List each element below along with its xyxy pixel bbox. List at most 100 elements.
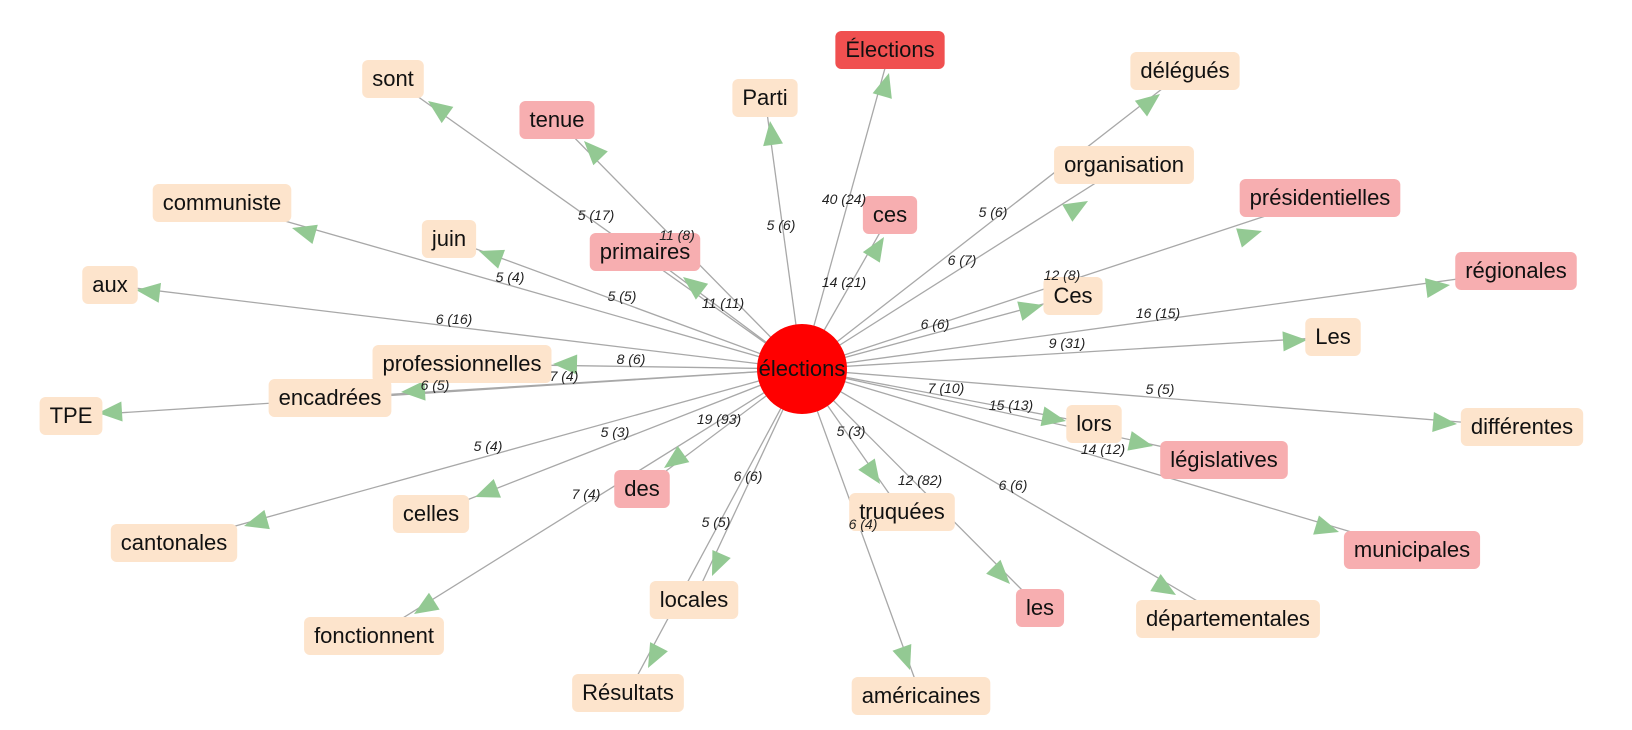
node-label: TPE (50, 403, 93, 428)
arrowhead-presidentielles (1236, 228, 1262, 248)
node-box (152, 184, 292, 222)
edge-label-les-cap: 9 (31) (1049, 335, 1086, 351)
edge-label-municipales: 14 (12) (1081, 441, 1125, 457)
node-juin[interactable]: juin (421, 220, 477, 258)
arrowhead-americaines (892, 644, 912, 670)
node-box (110, 524, 238, 562)
node-cantonales[interactable]: cantonales (110, 524, 238, 562)
node-americaines[interactable]: américaines (851, 677, 991, 715)
edge-sont (392, 78, 803, 370)
node-ces[interactable]: ces (862, 196, 918, 234)
arrowhead-truquees (858, 458, 880, 484)
node-label: présidentielles (1250, 185, 1391, 210)
edge-label-encadrees: 7 (4) (550, 368, 579, 384)
node-box (1343, 531, 1481, 569)
node-parti[interactable]: Parti (732, 79, 798, 117)
edge-cantonales (173, 368, 803, 544)
edge-label-primaires: 11 (11) (702, 295, 744, 311)
arrowhead-ces2 (1017, 301, 1043, 321)
arrowhead-tpe (98, 401, 123, 422)
node-truquees[interactable]: truquées (849, 493, 955, 531)
edge-municipales (801, 368, 1413, 551)
node-box (1455, 252, 1577, 290)
node-organisation[interactable]: organisation (1054, 146, 1194, 184)
node-label: lors (1076, 411, 1111, 436)
node-resultats[interactable]: Résultats (572, 674, 684, 712)
node-tpe[interactable]: TPE (39, 397, 103, 435)
node-les-cap[interactable]: Les (1305, 318, 1361, 356)
arrowhead-aux (136, 282, 162, 303)
edge-label-americaines: 6 (4) (849, 516, 878, 532)
node-box (835, 31, 945, 69)
edge-differentes (801, 368, 1523, 428)
arrowhead-differentes (1432, 412, 1457, 432)
arrowhead-cantonales (244, 509, 270, 530)
node-tenue[interactable]: tenue (519, 101, 595, 139)
edge-label-organisation: 6 (7) (948, 252, 977, 268)
node-box (392, 495, 470, 533)
node-label: Élections (845, 37, 934, 62)
node-les[interactable]: les (1015, 589, 1065, 627)
edge-label-lors: 7 (10) (928, 380, 965, 396)
edge-label-cantonales: 5 (4) (474, 438, 503, 454)
node-locales[interactable]: locales (649, 581, 739, 619)
node-box (732, 79, 798, 117)
node-box (362, 60, 424, 98)
edge-aux (109, 284, 803, 370)
node-regionales[interactable]: régionales (1455, 252, 1577, 290)
node-communiste[interactable]: communiste (152, 184, 292, 222)
node-legislatives[interactable]: législatives (1160, 441, 1288, 479)
node-box (1015, 589, 1065, 627)
node-differentes[interactable]: différentes (1460, 408, 1584, 446)
node-box (519, 101, 595, 139)
node-lors[interactable]: lors (1066, 405, 1122, 443)
arrowhead-primaires (683, 277, 709, 300)
arrowhead-tenue (584, 141, 608, 166)
node-box (614, 470, 670, 508)
arrowhead-parti (763, 121, 783, 147)
node-box (862, 196, 918, 234)
edge-label-des: 19 (93) (697, 411, 741, 427)
arrowhead-les-cap (1282, 331, 1307, 352)
node-sont[interactable]: sont (362, 60, 424, 98)
edge-label-communiste: 5 (4) (496, 269, 525, 285)
node-box (421, 220, 477, 258)
node-label: Résultats (582, 680, 674, 705)
node-box (649, 581, 739, 619)
node-professionnelles[interactable]: professionnelles (372, 345, 552, 383)
node-primaires[interactable]: primaires (589, 233, 701, 271)
edge-communiste (221, 202, 803, 370)
arrowhead-fonctionnent (414, 592, 440, 614)
node-box (1136, 600, 1320, 638)
arrowhead-communiste (292, 224, 318, 245)
node-presidentielles[interactable]: présidentielles (1239, 179, 1401, 217)
hub-node[interactable] (757, 324, 847, 414)
node-label: les (1026, 595, 1054, 620)
node-aux[interactable]: aux (82, 266, 138, 304)
edge-label-resultats: 5 (5) (702, 514, 731, 530)
arrowhead-ces (862, 237, 884, 263)
node-label: régionales (1465, 258, 1567, 283)
node-box (304, 617, 444, 655)
node-departementales[interactable]: départementales (1136, 600, 1320, 638)
edge-label-tpe: 6 (5) (421, 377, 450, 393)
node-box (1460, 408, 1584, 446)
arrowhead-les (986, 559, 1010, 584)
edge-legislatives (801, 368, 1225, 461)
node-label: professionnelles (383, 351, 542, 376)
node-label: fonctionnent (314, 623, 434, 648)
arrowhead-des (664, 445, 690, 468)
node-elections-cap[interactable]: Élections (835, 31, 945, 69)
node-delegues[interactable]: délégués (1130, 52, 1240, 90)
node-celles[interactable]: celles (392, 495, 470, 533)
edge-label-celles: 5 (3) (601, 424, 630, 440)
node-des[interactable]: des (614, 470, 670, 508)
node-encadrees[interactable]: encadrées (268, 379, 392, 417)
node-fonctionnent[interactable]: fonctionnent (304, 617, 444, 655)
edge-label-professionnelles: 8 (6) (617, 351, 646, 367)
arrowhead-organisation (1062, 201, 1088, 222)
node-municipales[interactable]: municipales (1343, 531, 1481, 569)
node-ces2[interactable]: Ces (1043, 277, 1103, 315)
